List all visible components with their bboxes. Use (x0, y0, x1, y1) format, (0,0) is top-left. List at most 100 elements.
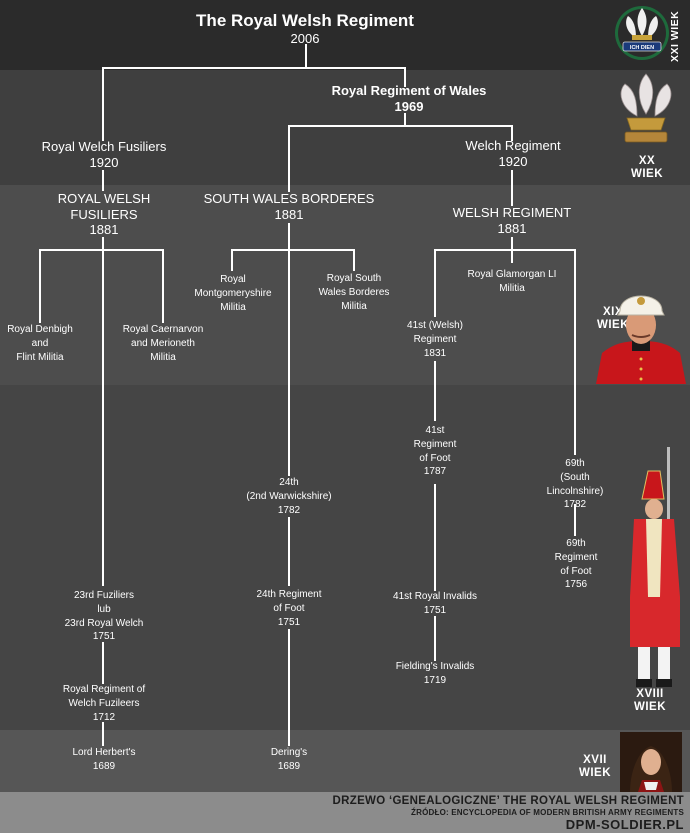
badge-motto: ICH DIEN (630, 45, 654, 51)
node-name: 41st Royal Invalids (393, 591, 477, 602)
node-name-line: Militia (341, 300, 367, 312)
node-name-line: Welch Fuzileers (68, 697, 140, 709)
node-name-line: Montgomeryshire (194, 287, 272, 299)
node-name: Fielding's Invalids (395, 661, 475, 672)
node-year: 1756 (564, 579, 588, 591)
node-royal-welsh-fusiliers-1881: ROYAL WELSH FUSILIERS 1881 (58, 191, 150, 238)
node-year: 1689 (92, 760, 116, 772)
node-69th-regiment-of-foot: 69th Regiment of Foot 1756 (555, 537, 598, 592)
node-name: Welch Regiment (465, 138, 561, 153)
node-royal-regiment-welch-fuzileers: Royal Regiment of Welch Fuzileers 1712 (63, 683, 145, 724)
node-name-line: Lincolnshire) (546, 485, 604, 497)
node-lord-herberts: Lord Herbert's 1689 (72, 746, 135, 774)
node-name-line: 24th Regiment (256, 589, 322, 600)
era-line: WIEK (633, 701, 667, 713)
era-line: XVIII (636, 688, 664, 700)
node-name-line: 69th (565, 458, 585, 469)
page-title: The Royal Welsh Regiment (196, 11, 414, 30)
node-name-line: and Merioneth (131, 337, 195, 349)
node-name-line: (2nd Warwickshire) (246, 490, 332, 502)
node-name-line: 23rd Royal Welch (64, 617, 144, 629)
node-name-line: 69th (566, 538, 586, 549)
prince-of-wales-feathers-badge-icon: ICH DIEN (615, 6, 669, 60)
node-royal-denbigh-flint-militia: Royal Denbigh and Flint Militia (7, 323, 73, 364)
node-welsh-regiment-1881: WELSH REGIMENT 1881 (453, 205, 571, 236)
era-label-xx: XX WIEK (622, 155, 672, 181)
footer-site: DPM-SOLDIER.PL (565, 817, 684, 832)
era-line: XX (638, 155, 656, 167)
node-year: 1881 (89, 222, 119, 238)
node-41st-royal-invalids: 41st Royal Invalids 1751 (393, 590, 477, 618)
era-label-xxi: XXI WIEK (669, 10, 681, 62)
node-name-line: Royal Caernarvon (122, 324, 204, 335)
node-name-line: Royal Denbigh (7, 324, 73, 335)
node-year: 1881 (274, 206, 304, 222)
node-year: 1920 (498, 153, 528, 169)
node-name: SOUTH WALES BORDERES (203, 191, 375, 206)
node-name: Royal Regiment of Wales (331, 83, 487, 98)
node-year: 1969 (394, 99, 424, 114)
node-year: 1782 (563, 499, 587, 511)
node-24th-2nd-warwickshire: 24th (2nd Warwickshire) 1782 (246, 476, 331, 517)
node-year: 1712 (92, 711, 116, 723)
node-name-line: Wales Borderes (318, 286, 390, 298)
node-name-line: Militia (150, 351, 176, 363)
era-line: XVII (583, 754, 607, 766)
node-name-line: Militia (220, 301, 246, 313)
node-name-line: Militia (499, 282, 525, 294)
node-name-line: Royal (220, 274, 246, 285)
node-name-line: lub (97, 603, 111, 615)
node-name-line: 24th (279, 477, 299, 488)
node-derings: Dering's 1689 (271, 746, 307, 774)
title-year: 2006 (290, 31, 320, 46)
era-line: WIEK (596, 319, 630, 331)
connector-1920 (102, 170, 513, 206)
connector-rrw (288, 113, 513, 192)
node-year: 1751 (423, 604, 447, 616)
node-royal-regiment-of-wales: Royal Regiment of Wales 1969 (332, 83, 487, 115)
node-name-line: 23rd Fuziliers (73, 590, 135, 601)
node-69th-south-lincolnshire: 69th (South Lincolnshire) 1782 (547, 457, 604, 512)
node-name-line: Regiment (554, 551, 598, 563)
node-royal-south-wales-borderers-militia: Royal South Wales Borderes Militia (319, 272, 390, 313)
node-name: WELSH REGIMENT (452, 205, 572, 220)
node-name-line: of Foot (560, 565, 592, 577)
node-name-line: Regiment (413, 333, 457, 345)
era-line: WIEK (630, 168, 664, 180)
node-royal-caernarvon-merioneth-militia: Royal Caernarvon and Merioneth Militia (123, 323, 204, 364)
node-royal-glamorgan-li-militia: Royal Glamorgan LI Militia (468, 268, 557, 296)
node-name-line: of Foot (419, 452, 451, 464)
node-name-line: FUSILIERS (70, 206, 138, 222)
node-year: 1787 (423, 466, 447, 478)
node-name-line: Flint Militia (16, 351, 64, 363)
node-year: 1719 (423, 674, 447, 686)
node-royal-welch-fusiliers-1920: Royal Welch Fusiliers 1920 (42, 139, 167, 170)
node-name-line: of Foot (273, 602, 305, 614)
band-xxi-century (0, 0, 690, 70)
node-23rd-fuziliers: 23rd Fuziliers lub 23rd Royal Welch 1751 (65, 589, 144, 644)
node-welch-regiment-1920: Welch Regiment 1920 (465, 138, 560, 169)
title-node: The Royal Welsh Regiment 2006 (196, 11, 414, 46)
prince-of-wales-feathers-icon (620, 73, 672, 143)
node-year: 1831 (423, 347, 447, 359)
node-name-line: Royal Glamorgan LI (467, 269, 557, 280)
connector-title (102, 44, 406, 141)
footer-source: ŹRÓDŁO: ENCYCLOPEDIA OF MODERN BRITISH A… (411, 808, 684, 817)
node-name-line: (South (560, 471, 590, 483)
node-name: Lord Herbert's (72, 747, 136, 758)
connector-rwf (39, 237, 164, 586)
connector-swb (231, 223, 355, 476)
node-royal-montgomeryshire-militia: Royal Montgomeryshire Militia (194, 273, 271, 314)
footer-band (0, 792, 690, 833)
node-year: 1751 (92, 631, 116, 643)
node-year: 1782 (277, 504, 301, 516)
node-name: Dering's (270, 747, 308, 758)
footer-heading: DRZEWO ‘GENEALOGICZNE’ THE ROYAL WELSH R… (332, 795, 684, 807)
node-fieldings-invalids: Fielding's Invalids 1719 (396, 660, 475, 688)
band-xvii-century (0, 730, 690, 792)
node-name-line: 41st (Welsh) (407, 320, 463, 331)
band-xx-century (0, 70, 690, 185)
era-label-xvii: XVII WIEK (570, 754, 620, 780)
